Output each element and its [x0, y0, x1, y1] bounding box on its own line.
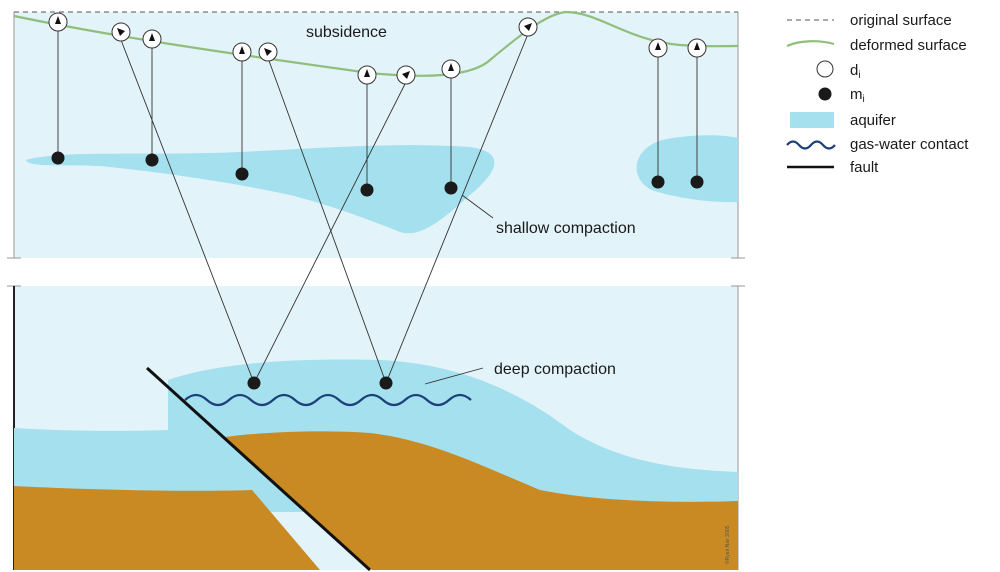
legend-m-base: m: [850, 86, 863, 103]
legend-m-label: mi: [850, 86, 865, 105]
d-point: [396, 65, 416, 85]
legend-original-surface-label: original surface: [850, 12, 952, 29]
m-point: [145, 153, 159, 167]
d-point: [441, 59, 461, 79]
m-point: [235, 167, 249, 181]
d-point: [232, 42, 252, 62]
legend-d-label: di: [850, 62, 861, 81]
subsidence-label: subsidence: [306, 24, 387, 41]
d-point: [111, 22, 131, 42]
m-point: [444, 181, 458, 195]
m-points: [51, 151, 704, 390]
m-point: [51, 151, 65, 165]
deformed-surface-line: [13, 10, 739, 77]
d-points: [48, 12, 707, 85]
legend-gas-water-label: gas-water contact: [850, 136, 969, 153]
legend-deformed-surface-swatch: [786, 40, 835, 48]
deep-compaction-label: deep compaction: [494, 361, 616, 378]
fault-line: [145, 366, 372, 572]
d-point: [518, 17, 538, 37]
m-point: [379, 376, 393, 390]
legend-m-sub: i: [863, 94, 865, 105]
d-point: [48, 12, 68, 32]
gas-water-contact-line: [184, 393, 472, 407]
image-credit: ©Ryan Nair 2005: [724, 525, 731, 564]
filled-circle-icon: [818, 87, 832, 101]
shallow-compaction-leader: [461, 194, 494, 219]
d-point: [687, 38, 707, 58]
m-point: [690, 175, 704, 189]
open-circle-with-arrow-icon: [816, 60, 834, 78]
legend-gas-water-swatch: [786, 140, 836, 150]
slant-connections: [120, 33, 529, 384]
bedrock-left: [14, 486, 320, 570]
legend-d-sub: i: [858, 70, 860, 81]
d-point: [142, 29, 162, 49]
legend-aquifer-swatch: [790, 112, 834, 128]
d-point: [258, 42, 278, 62]
vertical-connections: [57, 30, 698, 190]
legend-aquifer-label: aquifer: [850, 112, 896, 129]
legend-fault-label: fault: [850, 159, 879, 176]
m-point: [247, 376, 261, 390]
d-point: [648, 38, 668, 58]
legend: original surface deformed surface di mi …: [786, 12, 969, 176]
m-point: [360, 183, 374, 197]
legend-d-base: d: [850, 62, 858, 79]
m-point: [651, 175, 665, 189]
deep-compaction-leader: [424, 367, 484, 385]
shallow-aquifer-main: [26, 145, 495, 234]
d-point: [357, 65, 377, 85]
legend-deformed-surface-label: deformed surface: [850, 37, 967, 54]
shallow-compaction-label: shallow compaction: [496, 220, 636, 237]
bedrock-right: [225, 431, 738, 570]
